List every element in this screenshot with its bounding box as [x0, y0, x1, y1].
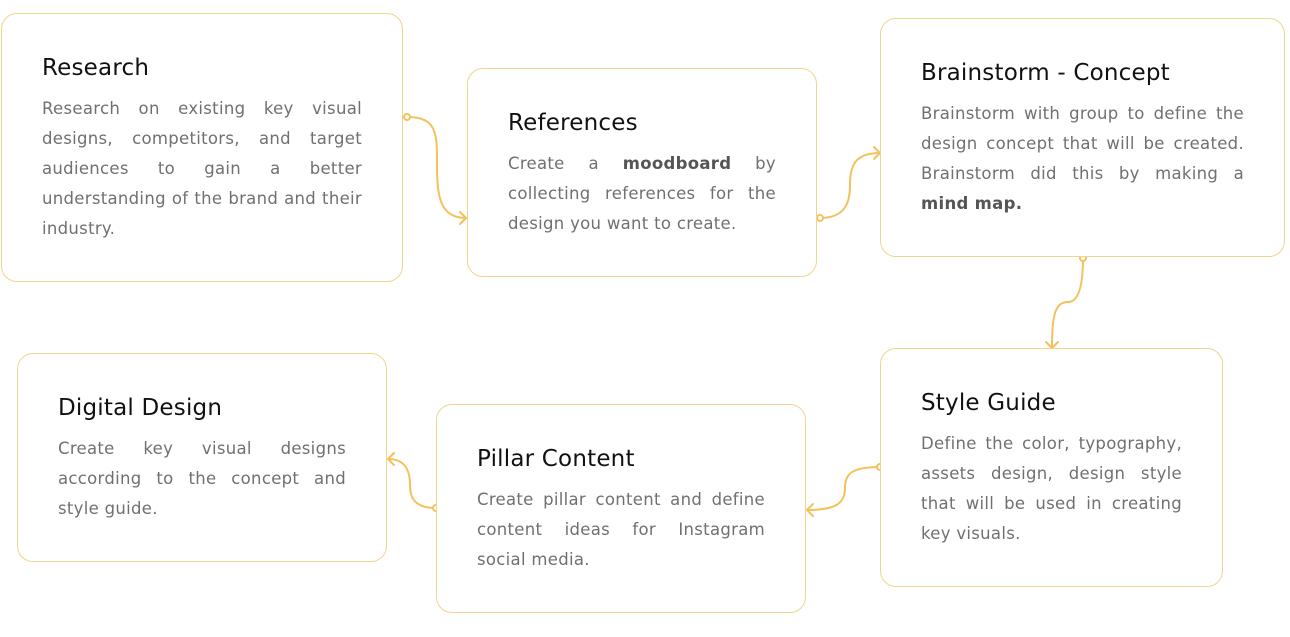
step-description: Research on existing key visual designs,… [42, 94, 362, 244]
connector-start-dot [816, 214, 824, 222]
connector-references-brainstorm [819, 152, 881, 219]
description-text: Create key visual designs according to t… [58, 439, 346, 518]
step-card-pillar-content: Pillar Content Create pillar content and… [436, 404, 806, 613]
step-description: Create key visual designs according to t… [58, 434, 346, 524]
step-title: References [508, 110, 638, 136]
arrowhead-icon [806, 503, 814, 517]
arrowhead-icon [387, 452, 395, 466]
emphasis-text: moodboard [622, 154, 732, 173]
connector-styleguide-pillar [806, 466, 881, 511]
description-text: Define the color, typography, assets des… [921, 434, 1182, 543]
connector-pillar-digital [387, 458, 437, 509]
step-description: Create pillar content and define content… [477, 485, 765, 575]
step-description: Brainstorm with group to define the desi… [921, 99, 1244, 219]
connector-research-references [406, 116, 467, 219]
step-title: Research [42, 55, 150, 81]
description-text: Create pillar content and define content… [477, 490, 765, 569]
step-card-digital-design: Digital Design Create key visual designs… [17, 353, 387, 562]
step-description: Define the color, typography, assets des… [921, 429, 1182, 549]
description-text: by collecting references for the design … [508, 154, 776, 233]
step-title: Style Guide [921, 390, 1056, 416]
description-text: Create a [508, 154, 623, 173]
emphasis-text: mind map. [921, 194, 1023, 213]
step-title: Brainstorm - Concept [921, 60, 1170, 86]
description-text: Brainstorm with group to define the desi… [921, 104, 1244, 183]
arrowhead-icon [459, 211, 467, 225]
description-text: Research on existing key visual designs,… [42, 99, 362, 238]
connector-brainstorm-styleguide [1051, 257, 1084, 349]
step-card-research: Research Research on existing key visual… [1, 13, 403, 282]
connector-start-dot [403, 113, 411, 121]
step-card-references: References Create a moodboard by collect… [467, 68, 817, 277]
step-card-style-guide: Style Guide Define the color, typography… [880, 348, 1223, 587]
step-card-brainstorm: Brainstorm - Concept Brainstorm with gro… [880, 18, 1285, 257]
step-description: Create a moodboard by collecting referen… [508, 149, 776, 239]
step-title: Pillar Content [477, 446, 635, 472]
step-title: Digital Design [58, 395, 223, 421]
